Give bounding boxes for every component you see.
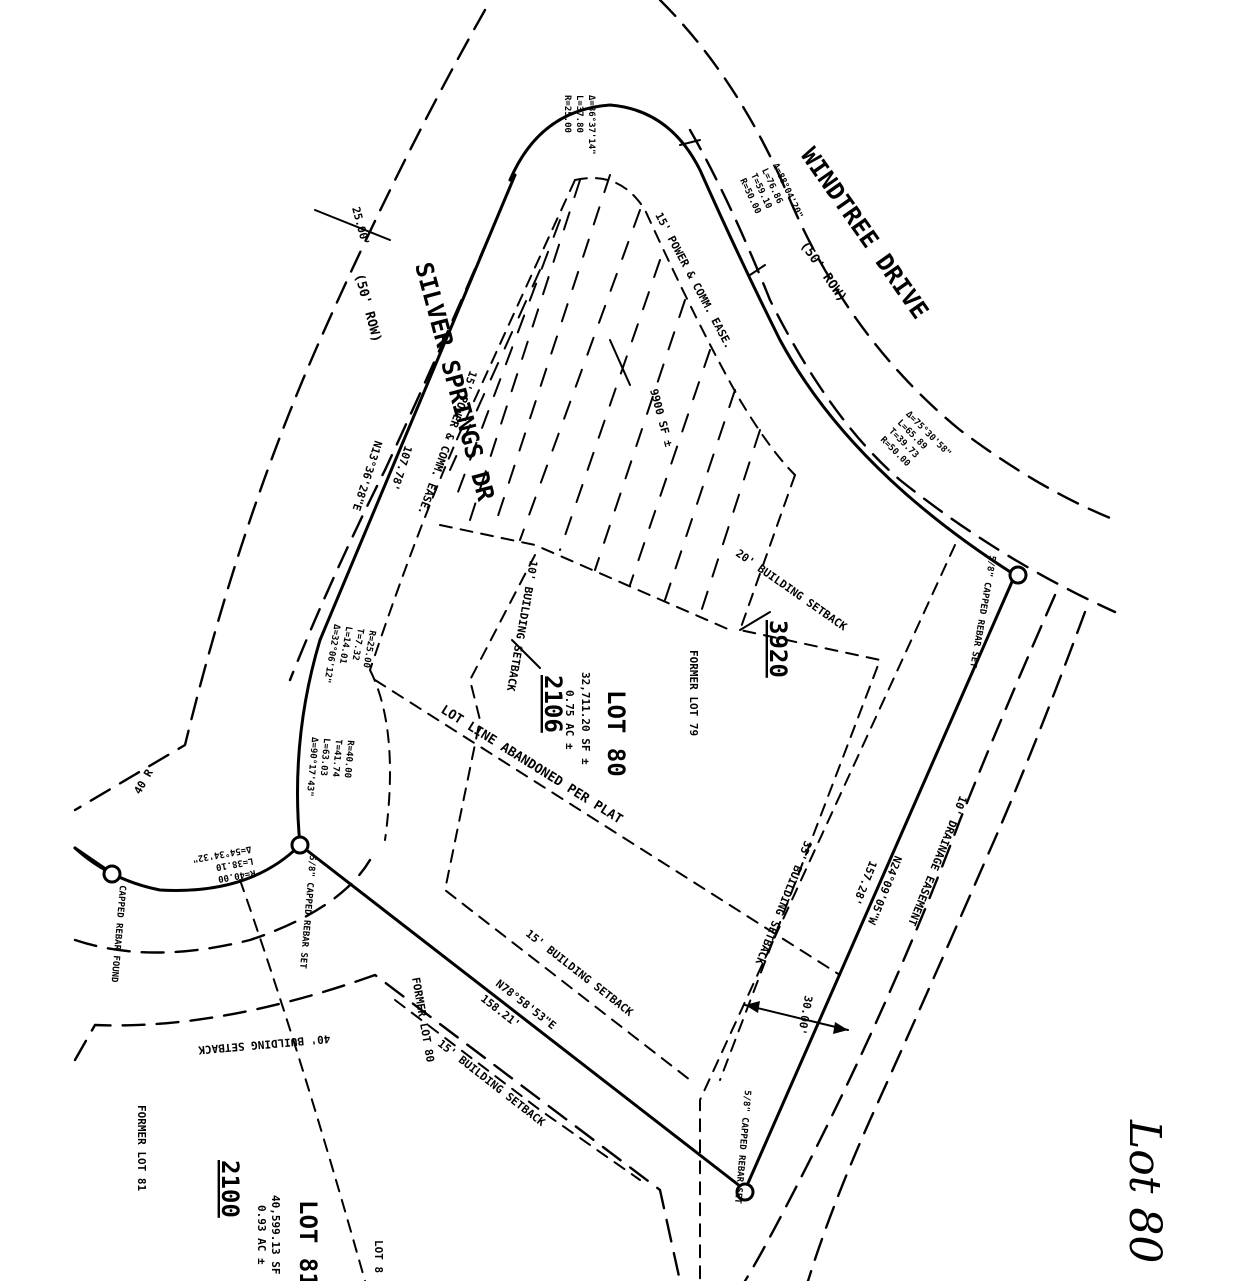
windtree-row-label: (50' ROW) bbox=[797, 239, 850, 305]
address-2106-leader bbox=[511, 639, 541, 669]
lot80-sw-easement-curve bbox=[369, 669, 391, 841]
setback-15-b-label: 15' BUILDING SETBACK bbox=[435, 1037, 548, 1129]
lot81-west-line bbox=[239, 879, 366, 1281]
silver-east-curb bbox=[288, 173, 517, 682]
hatch-boundary-lower bbox=[439, 524, 731, 631]
hatch-area-label: 9900 SF ± bbox=[647, 387, 675, 448]
building-setback-10 bbox=[444, 554, 691, 1081]
setback-15-a-label: 15' BUILDING SETBACK bbox=[523, 927, 636, 1019]
curve-c3: R=50.00 T=39.73 L=65.89 Δ=75°30'58" bbox=[878, 410, 953, 469]
curve-c4: R=25.00 T=7.32 L=14.01 Δ=32°06'12" bbox=[321, 623, 377, 683]
svg-text:Δ=90°17'43": Δ=90°17'43" bbox=[304, 737, 319, 797]
left-street-lower-edge bbox=[73, 973, 682, 1281]
address-3920-leader bbox=[739, 611, 771, 631]
left-cul-de-sac-edge bbox=[73, 858, 372, 954]
dimension-lines bbox=[314, 139, 849, 1034]
silver-width-tick bbox=[314, 209, 391, 241]
street-labels: WINDTREE DRIVE (50' ROW) SILVER SPRINGS … bbox=[349, 142, 934, 504]
windtree-drive-label: WINDTREE DRIVE bbox=[795, 142, 934, 324]
windtree-easement-label: 15' POWER & COMM. EASE. bbox=[652, 210, 735, 351]
lot-line-abandoned bbox=[374, 679, 841, 976]
dim-30-line bbox=[744, 1004, 849, 1031]
south-street-edge-a bbox=[743, 593, 1057, 1281]
monument-se bbox=[735, 1182, 755, 1202]
monuments bbox=[102, 565, 1028, 1202]
silver-row-label: (50' ROW) bbox=[351, 272, 384, 344]
setback-lines bbox=[239, 177, 956, 1281]
lot80-boundary bbox=[73, 103, 1017, 1192]
lot-line-abandoned-label: LOT LINE ABANDONED PER PLAT bbox=[438, 703, 625, 828]
silver-springs-label: SILVER SPRINGS DR bbox=[409, 259, 500, 504]
curve-c5: R=40.00 T=41.74 L=63.03 Δ=90°17'43" bbox=[304, 737, 355, 797]
left-40-label: 40 R bbox=[131, 767, 156, 797]
svg-text:R=40.00: R=40.00 bbox=[342, 740, 355, 779]
former-lot79-label: FORMER LOT 79 bbox=[687, 650, 700, 736]
lot80-sw-curve bbox=[296, 638, 322, 847]
curve-c6: R=40.00 L=38.10 Δ=54°34'32" bbox=[192, 843, 257, 883]
monument-ne bbox=[1008, 565, 1028, 585]
lot80-sw-lot-line bbox=[73, 846, 112, 874]
lot81-address: 2100 bbox=[216, 1160, 244, 1218]
setback-35-label: 35' BUILDING SETBACK bbox=[752, 839, 814, 967]
svg-text:Δ=86°37'14": Δ=86°37'14" bbox=[586, 95, 596, 155]
former-lot80-label: FORMER LOT 80 bbox=[409, 976, 437, 1063]
lot80-north-curve bbox=[508, 103, 1017, 577]
curve-c1: R=25.00 L=37.80 Δ=86°37'14" bbox=[562, 95, 596, 155]
svg-text:T=41.74: T=41.74 bbox=[330, 739, 343, 778]
windtree-tick-a bbox=[679, 139, 701, 146]
dim-30-label: 30.00' bbox=[795, 994, 815, 1035]
setback-40-label: 40' BUILDING SETBACK bbox=[197, 1032, 330, 1057]
monument-found bbox=[102, 864, 122, 884]
lot80-area-ac: 0.75 AC ± bbox=[563, 690, 576, 750]
windtree-inner-edge bbox=[688, 128, 1117, 614]
lot80-area-sqft: 32,711.20 SF ± bbox=[579, 672, 592, 765]
south-street-edge-b bbox=[806, 610, 1087, 1281]
silver-width-label: 25.00' bbox=[349, 205, 372, 247]
lot81-area-ac: 0.93 AC ± bbox=[255, 1205, 268, 1265]
lot80-east-easement bbox=[699, 544, 956, 1281]
lot80-title: LOT 80 bbox=[602, 690, 630, 777]
silver-easement-line bbox=[369, 179, 576, 671]
handwritten-lot-note: Lot 80 bbox=[1119, 1119, 1170, 1263]
lot81-area-sqft: 40,599.13 SF ± bbox=[269, 1195, 282, 1281]
lot80-west-line bbox=[318, 173, 517, 642]
svg-text:L=37.80: L=37.80 bbox=[574, 95, 584, 133]
partial-lot-label: LOT 8 bbox=[372, 1240, 385, 1273]
former-lot81-label: FORMER LOT 81 bbox=[135, 1105, 148, 1191]
lot80-address: 2106 bbox=[539, 675, 567, 733]
windtree-tick-b bbox=[749, 264, 766, 276]
hatch-leader bbox=[609, 339, 631, 386]
dim-30-arrow-b bbox=[833, 1022, 848, 1034]
windtree-easement-line bbox=[574, 177, 796, 476]
monument-sw bbox=[290, 835, 310, 855]
drainage-easement-label: 10' DRAINAGE EASEMENT bbox=[905, 794, 969, 928]
silver-west-edge bbox=[73, 8, 487, 812]
svg-text:L=63.03: L=63.03 bbox=[318, 738, 331, 777]
lot80-east-line bbox=[743, 573, 1017, 1192]
curve-c2: R=50.00 T=59.10 L=76.86 Δ=88°04'20" bbox=[737, 162, 804, 220]
street-edges bbox=[73, 0, 1117, 1281]
lot81-title: LOT 81 bbox=[294, 1200, 322, 1281]
monument-found-label: CAPPED REBAR FOUND bbox=[108, 885, 127, 984]
hatch-area bbox=[449, 174, 761, 616]
lot-labels: LOT 80 32,711.20 SF ± 0.75 AC ± 2106 990… bbox=[135, 387, 792, 1281]
building-setback-20 bbox=[719, 474, 881, 1081]
address-3920: 3920 bbox=[764, 620, 792, 678]
windtree-outer-edge bbox=[658, 0, 1117, 522]
dim-30-arrow-a bbox=[745, 1001, 760, 1013]
lot81-setback-15 bbox=[394, 999, 641, 1181]
svg-text:R=25.00: R=25.00 bbox=[562, 95, 572, 133]
lot80-south-line bbox=[298, 843, 747, 1192]
